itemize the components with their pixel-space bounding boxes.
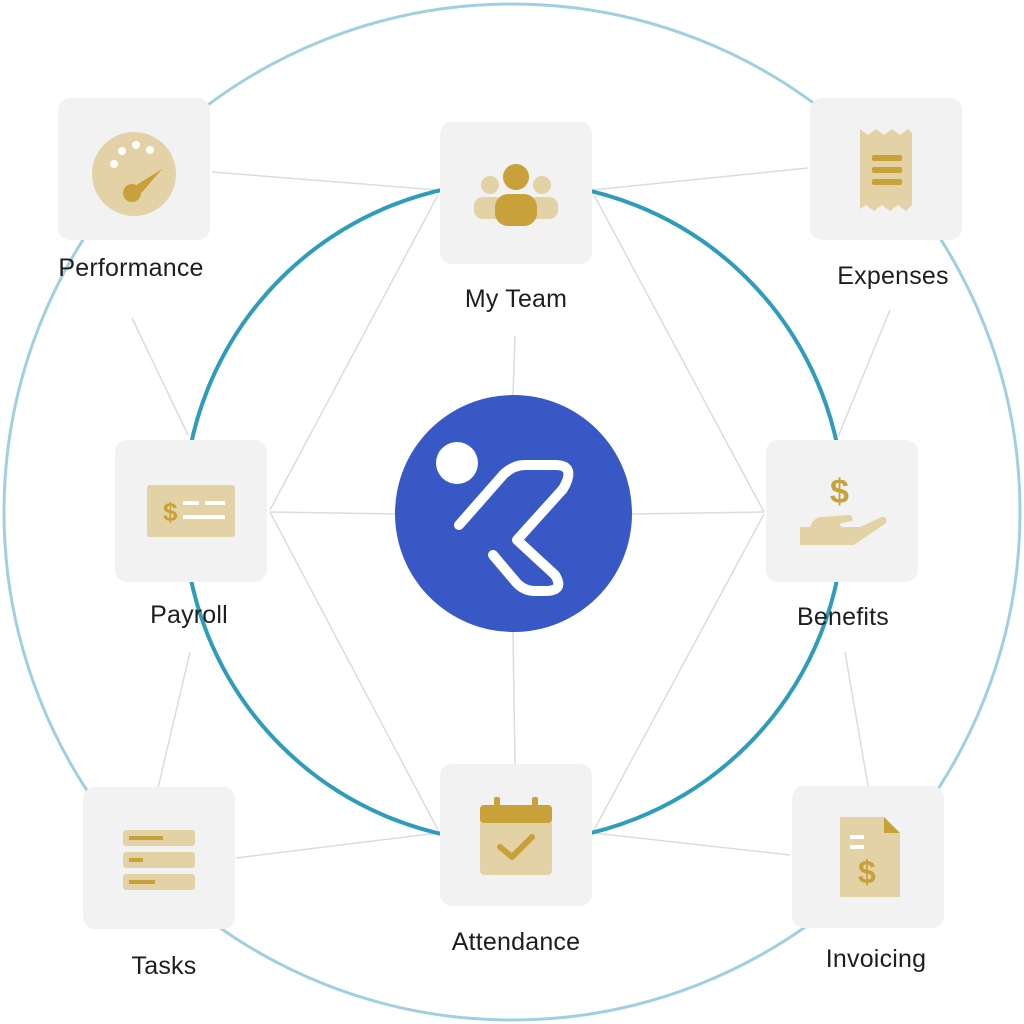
connector-line xyxy=(269,511,439,831)
connector-line xyxy=(593,194,765,513)
connector-line xyxy=(512,631,516,765)
paycheck-icon: $ xyxy=(147,485,235,537)
connector-line xyxy=(593,832,791,856)
tile-benefits[interactable]: $ xyxy=(766,440,918,582)
connector-line xyxy=(157,651,191,789)
connector-line xyxy=(593,513,765,831)
label-invoicing: Invoicing xyxy=(825,945,927,973)
label-my-team: My Team xyxy=(464,285,568,313)
connector-line xyxy=(269,511,396,515)
connector-line xyxy=(631,511,765,515)
connector-line xyxy=(211,171,439,191)
tile-payroll[interactable]: $ xyxy=(115,440,267,582)
logo-icon xyxy=(436,442,574,596)
receipt-icon xyxy=(860,129,912,211)
label-payroll: Payroll xyxy=(150,601,228,629)
label-benefits: Benefits xyxy=(797,603,889,631)
invoice-icon: $ xyxy=(840,817,900,897)
connector-line xyxy=(512,335,516,396)
hand-dollar-icon: $ xyxy=(800,473,887,545)
connector-line xyxy=(131,317,189,436)
connector-line xyxy=(837,309,891,438)
svg-text:$: $ xyxy=(858,854,876,890)
tile-my-team[interactable] xyxy=(440,122,592,264)
tile-expenses[interactable] xyxy=(810,98,962,240)
connector-line xyxy=(844,651,869,787)
label-tasks: Tasks xyxy=(131,952,197,980)
connector-line xyxy=(235,832,439,859)
svg-text:$: $ xyxy=(163,497,178,527)
calendar-check-icon xyxy=(480,797,552,875)
tile-invoicing[interactable]: $ xyxy=(792,786,944,928)
task-list-icon xyxy=(123,830,195,890)
hub-logo[interactable] xyxy=(395,395,632,632)
label-attendance: Attendance xyxy=(451,928,581,956)
label-performance: Performance xyxy=(58,254,204,282)
connector-line xyxy=(269,194,439,511)
speedometer-icon xyxy=(92,132,176,216)
tile-attendance[interactable] xyxy=(440,764,592,906)
tile-performance[interactable] xyxy=(58,98,210,240)
team-icon xyxy=(474,164,558,226)
connector-line xyxy=(591,167,809,191)
connector-lines xyxy=(131,167,891,859)
tile-tasks[interactable] xyxy=(83,787,235,929)
svg-text:$: $ xyxy=(830,473,849,511)
label-expenses: Expenses xyxy=(837,262,949,290)
